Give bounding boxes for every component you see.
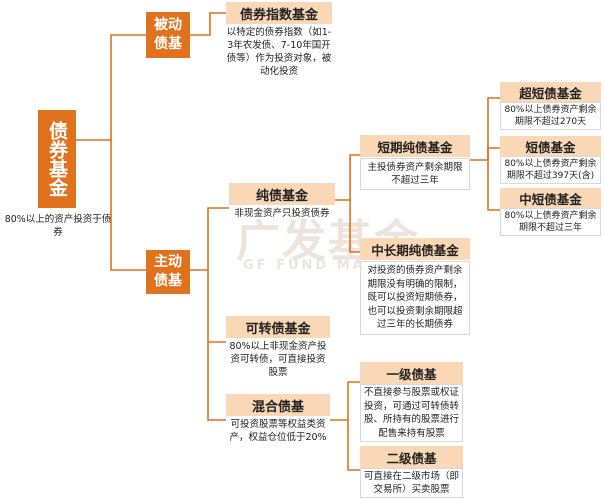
mixed-bond-fund-title: 混合债基 <box>226 394 330 416</box>
watermark-text: GF FUND MA <box>243 258 366 273</box>
mid-short-bond-desc: 80%以上债券资产剩余期限不超过三年 <box>500 208 601 236</box>
mid-long-pure-bond-desc: 对投资的债券资产剩余期限没有明确的限制，既可以投资短期债券，也可以投资剩余期限超… <box>360 261 470 335</box>
active-node-title: 主动债基 <box>146 250 190 294</box>
level2-bond-fund-desc: 可直接在二级市场（即交易所）买卖股票 <box>360 468 463 498</box>
passive-node-title: 被动债基 <box>146 12 190 58</box>
pure-bond-fund-title: 纯债基金 <box>229 183 335 205</box>
mid-long-pure-bond-title: 中长期纯债基金 <box>360 238 470 260</box>
level1-bond-fund-desc: 不直接参与股票或权证投资，可通过可转债转股、所持有的股票进行配售来持有股票 <box>360 384 463 442</box>
index-fund-desc: 以特定的债券指数（如1-3年农发债、7-10年国开债等）作为投资对象，被动化投资 <box>226 27 332 77</box>
root-node-desc: 80%以上的资产投资于债券 <box>4 214 112 238</box>
ultra-short-bond-title: 超短债基金 <box>500 82 601 102</box>
ultra-short-bond-desc: 80%以上债券资产剩余期限不超过270天 <box>500 102 601 130</box>
pure-bond-fund-desc: 非现金资产只投资债券 <box>234 208 330 219</box>
index-fund-title: 债券指数基金 <box>226 2 332 24</box>
short-term-pure-bond-title: 短期纯债基金 <box>360 135 470 157</box>
short-term-pure-bond-desc: 主投债券资产剩余期限不超过三年 <box>360 158 470 190</box>
mixed-bond-fund-desc: 可投资股票等权益类资产，权益仓位低于20% <box>229 419 327 443</box>
short-bond-desc: 80%以上债券资产剩余期限不超过397天(含) <box>500 156 601 184</box>
short-bond-title: 短债基金 <box>500 136 601 156</box>
root-node-title: 债券基金 <box>38 110 76 208</box>
level2-bond-fund-title: 二级债基 <box>360 446 463 468</box>
level1-bond-fund-title: 一级债基 <box>360 362 463 384</box>
mid-short-bond-title: 中短债基金 <box>500 188 601 208</box>
convertible-bond-fund-title: 可转债基金 <box>226 316 330 338</box>
convertible-bond-fund-desc: 80%以上非现金资产投资可转债，可直接投资股票 <box>229 341 327 378</box>
